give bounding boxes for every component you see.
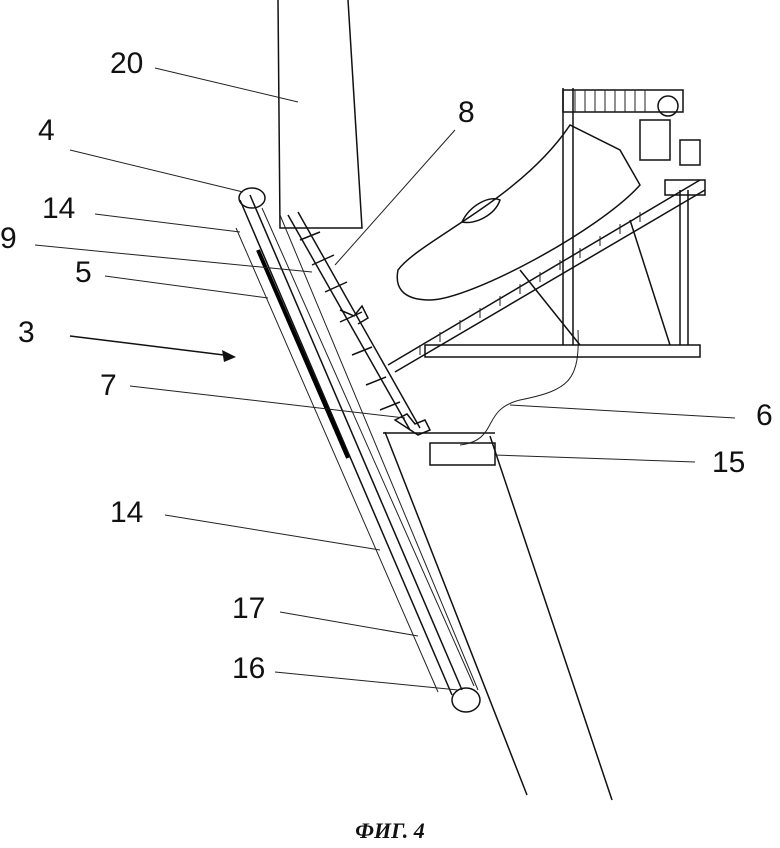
vessel-structure: [387, 88, 706, 373]
gripper-teeth: [287, 211, 432, 436]
upper-roller: [238, 187, 266, 209]
label-14-upper: 14: [42, 192, 75, 225]
unit-box: [429, 442, 496, 466]
label-3: 3: [18, 316, 35, 349]
label-5: 5: [75, 256, 92, 289]
label-6: 6: [756, 399, 773, 432]
label-9: 9: [0, 222, 17, 255]
label-20: 20: [110, 47, 143, 80]
leader-lines: [34, 67, 736, 691]
inclined-beam: [235, 194, 479, 696]
tower-shape: [277, 0, 363, 229]
label-8: 8: [458, 96, 475, 129]
label-4: 4: [38, 114, 55, 147]
pile-shape: [383, 431, 613, 801]
arrow-3: [69, 335, 236, 362]
label-16: 16: [232, 652, 265, 685]
label-7: 7: [100, 369, 117, 402]
figure-caption: ФИГ. 4: [355, 818, 424, 843]
cable: [459, 329, 579, 446]
label-17: 17: [232, 592, 265, 625]
lower-roller: [451, 687, 481, 713]
label-15: 15: [712, 446, 745, 479]
label-14-lower: 14: [110, 496, 143, 529]
